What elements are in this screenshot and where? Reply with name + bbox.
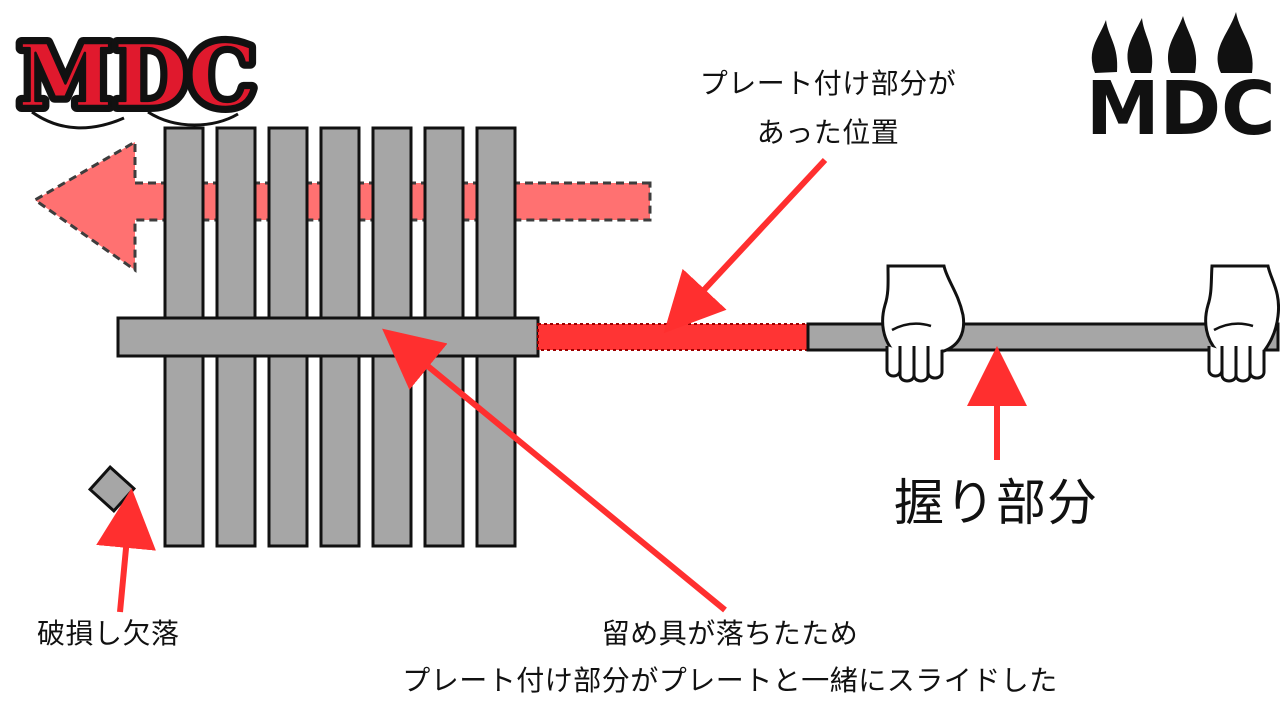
- mdc-logo-right-letters: MDC: [1086, 66, 1275, 152]
- flame-icon-1: [1091, 20, 1118, 73]
- hand-icon-right: [1204, 264, 1280, 383]
- plate-mount-arrow-icon: [663, 157, 828, 334]
- hand-icon-left: [881, 264, 966, 383]
- mdc-logo-right: MDC: [1086, 12, 1275, 152]
- damaged-missing-label: 破損し欠落: [37, 617, 180, 650]
- flame-icon-2: [1127, 18, 1153, 73]
- plate-sleeve: [116, 316, 540, 358]
- mdc-logo-left-letters: MDC: [18, 26, 256, 127]
- logo-swash-left-icon: [31, 110, 125, 130]
- broken-collar-piece: [87, 465, 137, 513]
- grip-part-label: 握り部分: [894, 474, 1098, 532]
- plate-mount-position-label-line2: あった位置: [756, 116, 900, 149]
- mdc-logo-left: MDC MDC: [12, 20, 262, 133]
- cause-label-line1: 留め具が落ちたため: [601, 617, 859, 650]
- cause-label-line2: プレート付け部分がプレートと一緒にスライドした: [402, 664, 1058, 697]
- plate-mount-position-label-line1: プレート付け部分が: [699, 67, 957, 100]
- svg-text:MDC: MDC: [18, 26, 256, 127]
- logo-swash-right-icon: [147, 110, 239, 127]
- flame-icon-3: [1168, 16, 1197, 73]
- slid-sleeve-section: [537, 323, 811, 351]
- broken-piece-arrow-icon: [96, 488, 156, 613]
- cause-arrow-icon: [382, 328, 727, 613]
- flame-icon-4: [1217, 12, 1253, 73]
